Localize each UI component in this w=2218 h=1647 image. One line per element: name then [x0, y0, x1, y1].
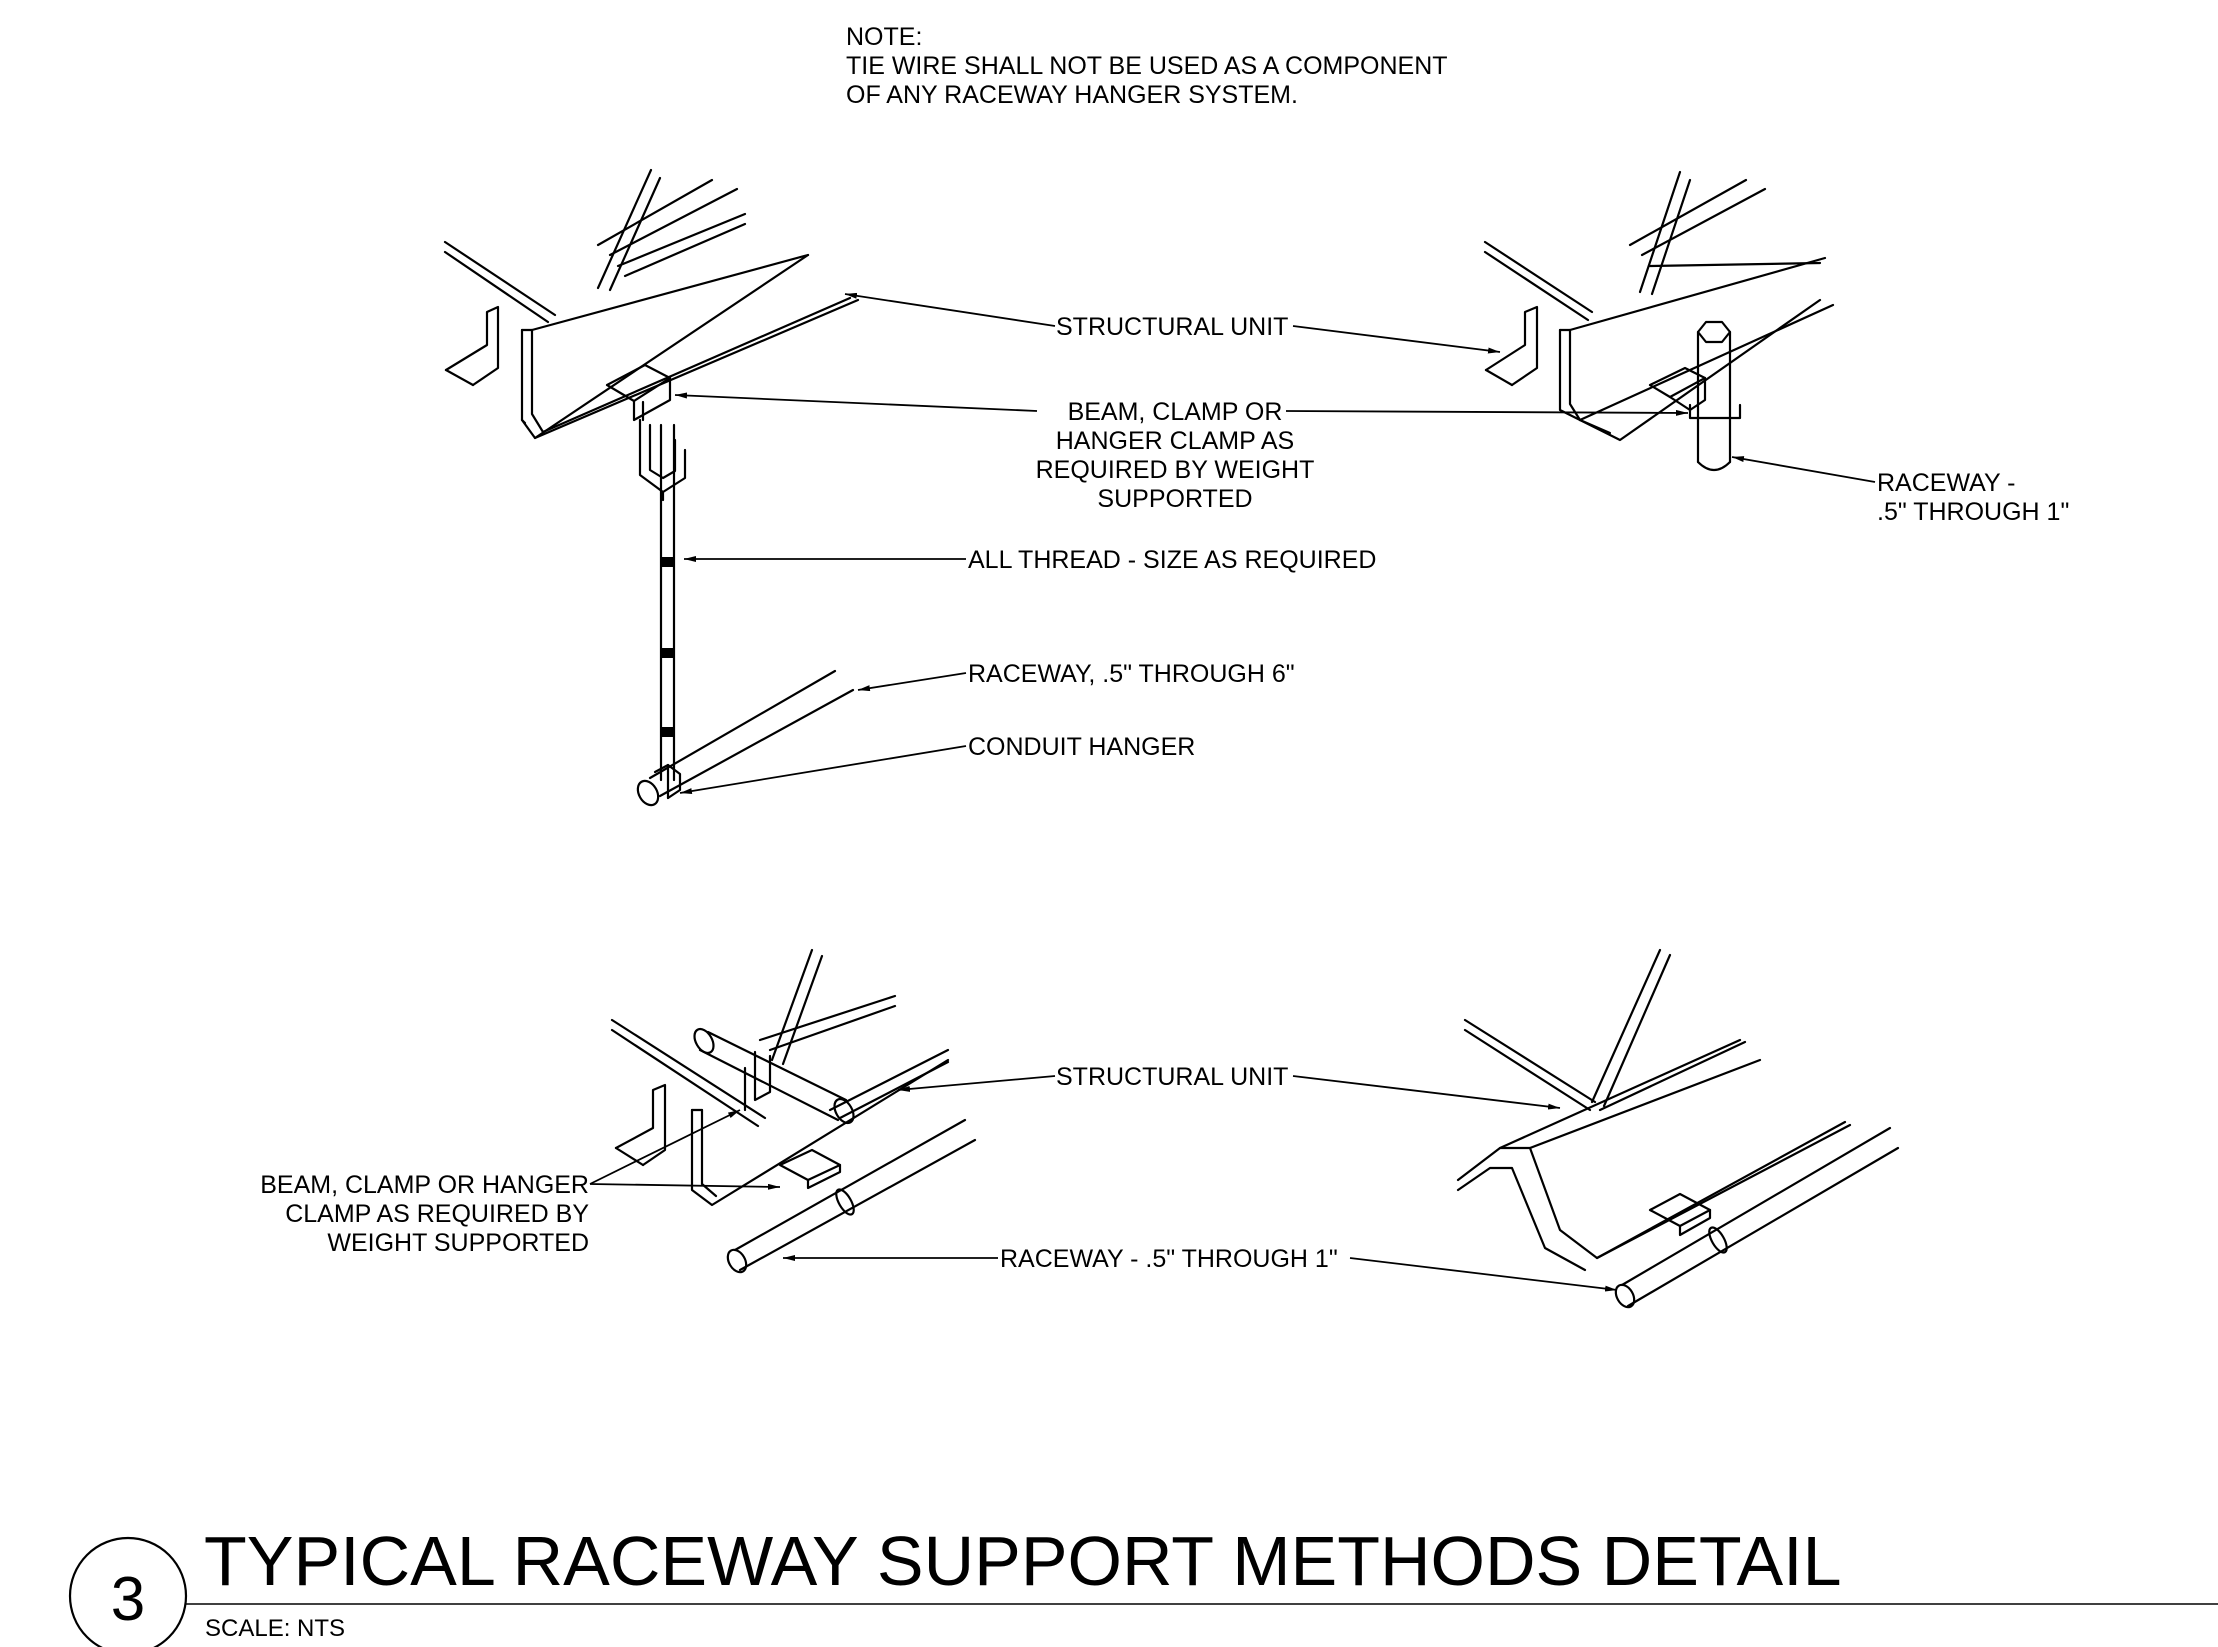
top-callouts: STRUCTURAL UNIT BEAM, CLAMP OR HANGER CL… [674, 292, 2069, 795]
note-heading: NOTE: [846, 23, 922, 51]
label-clamp-bottom-3: WEIGHT SUPPORTED [327, 1229, 589, 1257]
label-clamp-top-2: HANGER CLAMP AS [1056, 427, 1295, 455]
bottom-callouts: STRUCTURAL UNIT BEAM, CLAMP OR HANGER CL… [260, 1063, 1618, 1292]
label-structural-unit-top: STRUCTURAL UNIT [1056, 313, 1288, 341]
nut-3 [661, 727, 674, 737]
bottom-left-hanger-assembly [610, 948, 977, 1274]
label-raceway-bottom: RACEWAY - .5" THROUGH 1" [1000, 1245, 1338, 1273]
nut-1 [661, 557, 674, 567]
label-raceway-top-left: RACEWAY, .5" THROUGH 6" [968, 660, 1295, 688]
label-clamp-bottom-1: BEAM, CLAMP OR HANGER [260, 1171, 589, 1199]
detail-title: TYPICAL RACEWAY SUPPORT METHODS DETAIL [204, 1522, 1842, 1600]
general-note: NOTE: TIE WIRE SHALL NOT BE USED AS A CO… [846, 23, 1448, 109]
label-conduit-hanger: CONDUIT HANGER [968, 733, 1195, 761]
label-structural-unit-bottom: STRUCTURAL UNIT [1056, 1063, 1288, 1091]
label-clamp-top-3: REQUIRED BY WEIGHT [1036, 456, 1315, 484]
top-left-hanger-assembly [443, 168, 860, 807]
note-line-1: TIE WIRE SHALL NOT BE USED AS A COMPONEN… [846, 52, 1448, 80]
label-raceway-top-right-2: .5" THROUGH 1" [1877, 498, 2069, 526]
detail-title-block: 3 TYPICAL RACEWAY SUPPORT METHODS DETAIL… [68, 1522, 2218, 1647]
label-clamp-top-4: SUPPORTED [1097, 485, 1252, 513]
label-clamp-bottom-2: CLAMP AS REQUIRED BY [285, 1200, 589, 1228]
note-line-2: OF ANY RACEWAY HANGER SYSTEM. [846, 81, 1298, 109]
nut-2 [661, 648, 674, 658]
detail-number-bubble [68, 1536, 188, 1647]
detail-number: 3 [111, 1565, 145, 1634]
bottom-right-hanger-assembly [1456, 948, 1900, 1309]
label-all-thread: ALL THREAD - SIZE AS REQUIRED [968, 546, 1376, 574]
label-raceway-top-right-1: RACEWAY - [1877, 469, 2015, 497]
top-right-hanger-assembly [1483, 170, 1835, 472]
detail-scale: SCALE: NTS [205, 1615, 345, 1642]
label-clamp-top-1: BEAM, CLAMP OR [1068, 398, 1283, 426]
